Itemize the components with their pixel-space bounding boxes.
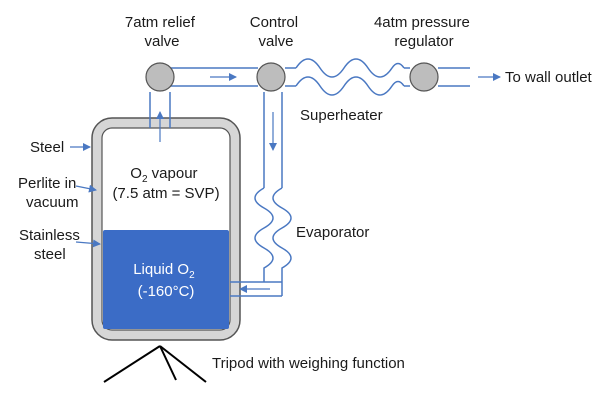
pressure-regulator-label: 4atm pressure regulator — [374, 14, 474, 50]
control-valve-icon — [256, 62, 286, 92]
evaporator-label: Evaporator — [296, 224, 369, 241]
perlite-pointer — [75, 184, 97, 193]
flow-arrows — [70, 73, 501, 293]
tripod-leg-left — [103, 345, 161, 383]
tank — [91, 117, 241, 341]
liquid-oxygen — [103, 230, 229, 329]
relief-valve-label: 7atm relief valve — [125, 14, 199, 50]
header-pipe — [170, 67, 258, 87]
cv-down-pipe — [263, 92, 283, 188]
stainless-label: Stainless steel — [19, 227, 84, 263]
valves — [145, 62, 439, 92]
stainless-pointer — [75, 239, 101, 248]
tripod-leg-right — [159, 345, 207, 383]
superheater-coil — [295, 58, 405, 96]
vapour-label: O2 vapour (7.5 atm = SVP) — [112, 165, 219, 202]
tripod-leg-middle — [159, 345, 177, 381]
liquid-return-pipe — [230, 281, 283, 297]
tripod — [103, 345, 207, 383]
superheater-label: Superheater — [300, 107, 383, 124]
liquid-label: Liquid O2 (-160°C) — [133, 261, 199, 300]
tripod-label: Tripod with weighing function — [212, 355, 405, 372]
outlet-pipe — [438, 67, 470, 87]
sh-to-regulator-pipe — [404, 67, 410, 87]
steel-label: Steel — [30, 139, 64, 156]
cv-outlet-pipe — [285, 67, 296, 87]
evaporator-coil — [254, 187, 292, 282]
riser-pipe — [149, 92, 171, 128]
pipework — [149, 58, 470, 297]
wall-outlet-label: To wall outlet — [505, 69, 593, 86]
perlite-label: Perlite in vacuum — [18, 175, 81, 211]
pressure-regulator-icon — [409, 62, 439, 92]
control-valve-label: Control valve — [250, 14, 303, 50]
relief-valve-icon — [145, 62, 175, 92]
